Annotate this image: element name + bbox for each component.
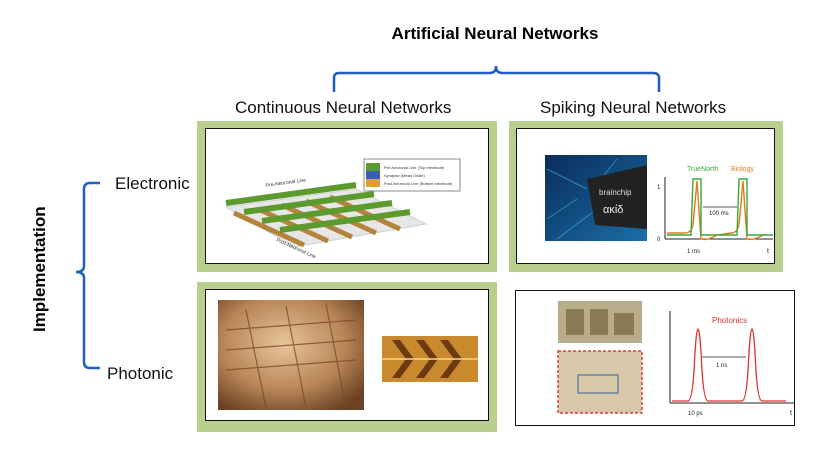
x-axis-t-label: t (767, 248, 769, 255)
row-label-photonic: Photonic (107, 364, 174, 383)
legend-biology: Biology (731, 166, 754, 173)
panel-continuous-photonic (205, 289, 489, 421)
implementation-label: Implementation (30, 206, 49, 332)
photonic-chip-figure (218, 300, 478, 410)
photonic-trace (672, 328, 786, 402)
top-bracket (332, 65, 661, 92)
legend-photonics: Photonics (712, 316, 747, 325)
photonic-wafer-photo (218, 300, 364, 410)
chip-brand-text: brainchip (599, 188, 632, 197)
spiking-electronic-figure: brainchip ακίδ 1 0 t TrueNorth Biology 1… (545, 155, 773, 255)
layer-label-2: Synapse (Metal Oxide) (384, 173, 425, 178)
column-header-spiking: Spiking Neural Networks (540, 98, 727, 117)
spiking-photonic-figure: t Photonics 1 ns 10 ps (557, 301, 794, 417)
layer-label-1: Pre-Neuronal Line (Top electrode) (384, 165, 445, 170)
y-zero-label: 0 (657, 237, 661, 243)
pre-neuronal-line-label: Pre-Neuronal Line (265, 177, 306, 189)
photonic-interval-label: 1 ns (716, 363, 727, 369)
interval-label: 100 ms (709, 211, 729, 217)
y-one-label: 1 (657, 185, 661, 191)
diagram-title: Artificial Neural Networks (391, 24, 599, 43)
crossbar-illustration: Pre-Neuronal Line Post-Neuronal Line Pre… (224, 158, 461, 260)
truenorth-trace (667, 178, 773, 236)
layer-label-3: Post-Neuronal Line (Bottom electrode) (384, 181, 453, 186)
panel-spiking-photonic: t Photonics 1 ns 10 ps (515, 290, 795, 426)
row-label-electronic: Electronic (115, 174, 190, 193)
column-header-continuous: Continuous Neural Networks (235, 98, 452, 117)
photonic-t-label: t (790, 410, 792, 417)
width-label: 1 ms (687, 249, 700, 255)
photonic-device-photo-bottom (557, 350, 643, 414)
photonic-width-label: 10 ps (688, 411, 703, 417)
chip-akida-text: ακίδ (603, 204, 623, 216)
panel-spiking-electronic: brainchip ακίδ 1 0 t TrueNorth Biology 1… (516, 128, 775, 264)
left-bracket (75, 181, 100, 370)
panel-continuous-electronic: Pre-Neuronal Line Post-Neuronal Line Pre… (205, 128, 489, 264)
legend-truenorth: TrueNorth (687, 166, 718, 173)
